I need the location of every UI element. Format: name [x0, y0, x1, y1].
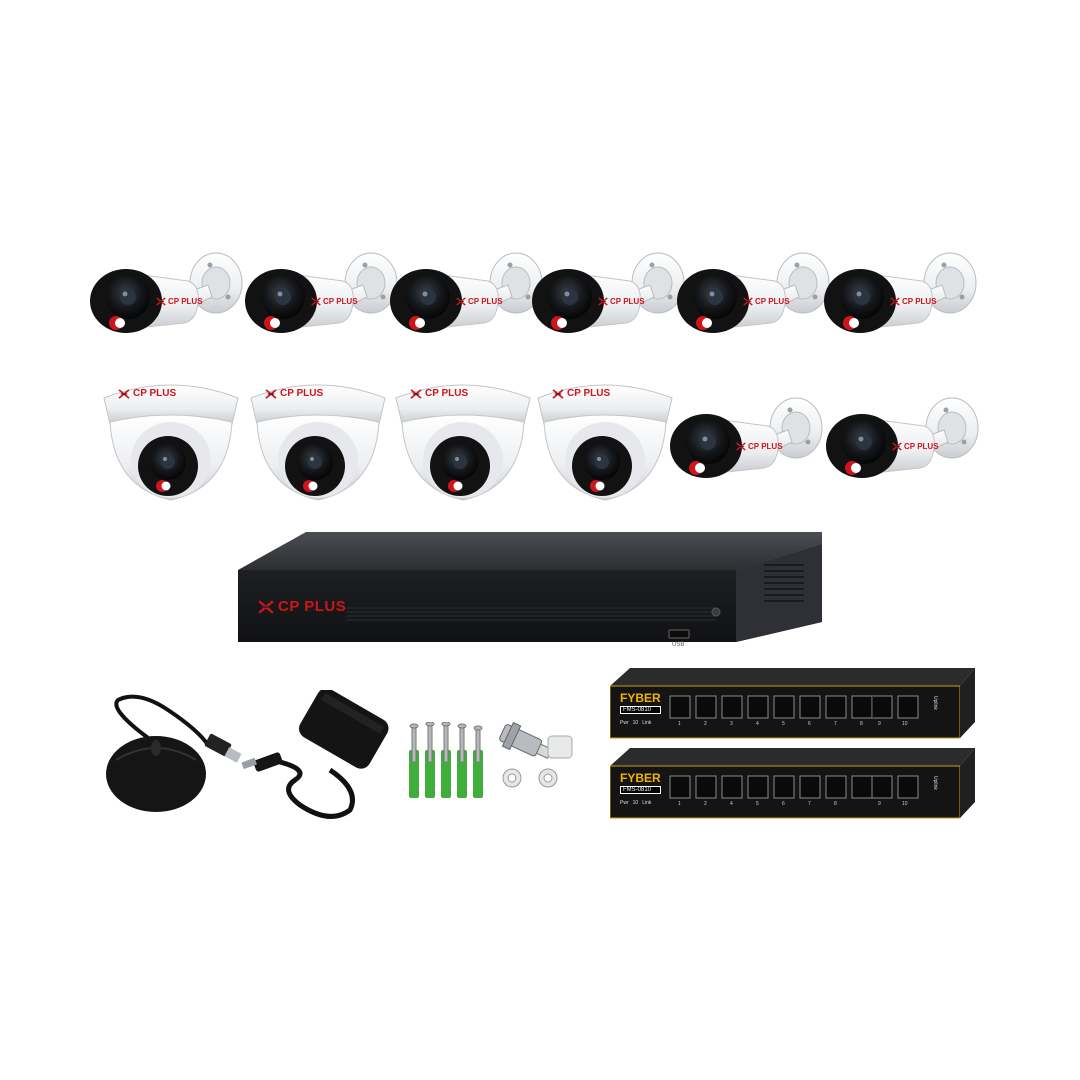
bullet-camera: CP PLUS [530, 245, 690, 355]
bullet-camera: CP PLUS [675, 245, 835, 355]
wall-anchors-icon [405, 721, 490, 802]
port-number: 2 [704, 721, 707, 727]
mouse-icon [98, 690, 248, 820]
camera-brand-logo: CP PLUS [133, 388, 177, 399]
port-number: 4 [756, 721, 759, 727]
port-number: 9 [878, 721, 881, 727]
port-number: 1 [678, 721, 681, 727]
port-number: 3 [730, 721, 733, 727]
port-number: 4 [730, 801, 733, 807]
dome-camera: CP PLUS [388, 378, 538, 508]
bnc-connector-icon [492, 721, 582, 792]
port-number: 6 [782, 801, 785, 807]
switch-model-label: FMS-0810 [620, 786, 661, 794]
camera-brand-logo: CP PLUS [902, 297, 937, 306]
switch-led-label: Pwr [620, 800, 629, 806]
switch-led-label: Pwr [620, 720, 629, 726]
switch-led-label: 10 [632, 800, 639, 806]
port-number: 5 [756, 801, 759, 807]
camera-row-middle: CP PLUS CP PLUS CP PLUS CP PLUS CP PLUS [0, 378, 1080, 518]
camera-brand-logo: CP PLUS [755, 297, 790, 306]
dome-camera: CP PLUS [530, 378, 680, 508]
port-number: 10 [902, 721, 908, 727]
port-number: 2 [704, 801, 707, 807]
switch-led-label: Link [642, 720, 652, 726]
bullet-camera: CP PLUS [822, 245, 982, 355]
bullet-camera: CP PLUS [388, 245, 548, 355]
network-switch-2: FYBER FMS-0810 Pwr 10 Link 1 2 4 5 6 7 8… [609, 746, 975, 821]
switch-brand-logo: FYBER [620, 771, 661, 785]
camera-brand-logo: CP PLUS [567, 388, 611, 399]
power-adapter-icon [240, 688, 390, 830]
port-number: 9 [878, 801, 881, 807]
switch-led-label: 10 [632, 720, 639, 726]
port-number: 10 [902, 801, 908, 807]
port-number: 8 [834, 801, 837, 807]
camera-brand-logo: CP PLUS [904, 442, 939, 451]
switch-brand-logo: FYBER [620, 691, 661, 705]
port-number: 1 [678, 801, 681, 807]
bullet-camera: CP PLUS [668, 390, 828, 500]
port-number: 5 [782, 721, 785, 727]
port-number: 8 [860, 721, 863, 727]
camera-brand-logo: CP PLUS [468, 297, 503, 306]
switch-led-label: Link [642, 800, 652, 806]
switch-side-label: Uplink [932, 776, 938, 790]
camera-brand-logo: CP PLUS [425, 388, 469, 399]
switch-model-label: FMS-0810 [620, 706, 661, 714]
bullet-camera-row-top: CP PLUS CP PLUS CP PLUS CP PLUS CP PLUS [0, 245, 1080, 385]
dome-camera: CP PLUS [243, 378, 393, 508]
bullet-camera: CP PLUS [824, 390, 984, 500]
camera-brand-logo: CP PLUS [323, 297, 358, 306]
dvr-brand-logo: CP PLUS [278, 598, 347, 615]
camera-brand-logo: CP PLUS [168, 297, 203, 306]
bullet-camera: CP PLUS [88, 245, 248, 355]
dome-camera: CP PLUS [96, 378, 246, 508]
bullet-camera: CP PLUS [243, 245, 403, 355]
network-switch-1: FYBER FMS-0810 Pwr 10 Link 1 2 3 4 5 6 7… [609, 666, 975, 741]
dvr-recorder: CP PLUS USB [236, 530, 826, 660]
camera-brand-logo: CP PLUS [280, 388, 324, 399]
switch-side-label: Uplink [932, 696, 938, 710]
camera-brand-logo: CP PLUS [748, 442, 783, 451]
port-number: 7 [808, 801, 811, 807]
port-number: 6 [808, 721, 811, 727]
port-number: 7 [834, 721, 837, 727]
dvr-usb-label: USB [672, 642, 685, 648]
camera-brand-logo: CP PLUS [610, 297, 645, 306]
